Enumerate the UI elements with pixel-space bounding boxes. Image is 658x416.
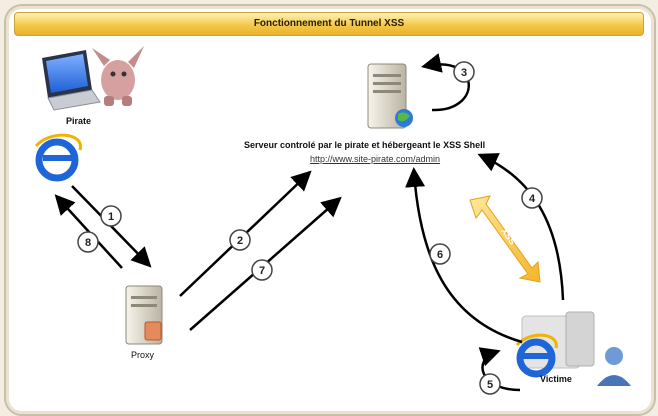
server-icon bbox=[125, 285, 163, 345]
pirate-mascot-icon bbox=[92, 46, 144, 106]
title-bar: Fonctionnement du Tunnel XSS bbox=[14, 12, 644, 36]
step-circle-3 bbox=[453, 61, 475, 83]
step-number: 7 bbox=[259, 265, 265, 277]
proxy-label: Proxy bbox=[131, 350, 155, 360]
xss-double-arrow bbox=[469, 195, 541, 283]
step-circle-6 bbox=[429, 243, 451, 265]
laptop-icon bbox=[42, 50, 101, 111]
pirate-label: Pirate bbox=[66, 116, 92, 126]
step-circle-1 bbox=[100, 205, 122, 227]
step-circle-2 bbox=[229, 229, 251, 251]
ie-browser-icon bbox=[34, 133, 82, 182]
arrow-step-4 bbox=[477, 153, 565, 301]
victim-label: Victime bbox=[540, 374, 572, 384]
arrow-step-6 bbox=[405, 167, 523, 344]
step-number: 8 bbox=[85, 237, 91, 249]
step-circle-8 bbox=[77, 231, 99, 253]
step-number: 2 bbox=[237, 235, 243, 247]
step-circle-5 bbox=[479, 373, 501, 395]
globe-icon bbox=[395, 109, 413, 127]
step-number: 1 bbox=[108, 211, 114, 223]
arrow-step-5 bbox=[478, 347, 521, 392]
step-number: 5 bbox=[487, 379, 493, 391]
arrow-step-3 bbox=[421, 53, 470, 112]
server-icon bbox=[367, 63, 407, 129]
step-circle-4 bbox=[521, 187, 543, 209]
diagram-title: Fonctionnement du Tunnel XSS bbox=[253, 18, 405, 29]
step-number: 4 bbox=[529, 193, 536, 205]
step-number: 6 bbox=[437, 249, 443, 261]
server-url-link[interactable]: http://www.site-pirate.com/admin bbox=[310, 154, 441, 164]
user-icon bbox=[597, 347, 631, 386]
step-number: 3 bbox=[461, 67, 467, 79]
step-circle-7 bbox=[251, 259, 273, 281]
server-label: Serveur controlé par le pirate et héberg… bbox=[244, 140, 486, 150]
